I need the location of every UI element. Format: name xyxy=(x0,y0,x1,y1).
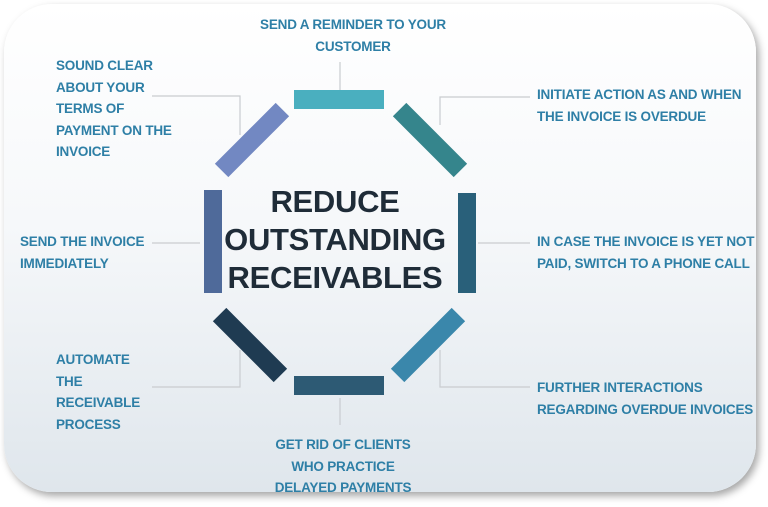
title-line-1: REDUCE xyxy=(270,184,400,219)
segment-top-left xyxy=(214,102,290,178)
step-label-automate: AUTOMATE THE RECEIVABLE PROCESS xyxy=(56,352,141,432)
step-label-sound-clear: SOUND CLEAR ABOUT YOUR TERMS OF PAYMENT … xyxy=(56,58,172,159)
connector-bottom-right xyxy=(439,350,530,388)
segment-bottom-left xyxy=(212,307,288,383)
step-label-initiate-action: INITIATE ACTION AS AND WHEN THE INVOICE … xyxy=(537,87,742,124)
step-label-further-interactions: FURTHER INTERACTIONS REGARDING OVERDUE I… xyxy=(537,380,754,417)
center-title: REDUCE OUTSTANDING RECEIVABLES xyxy=(215,183,455,297)
title-line-3: RECEIVABLES xyxy=(227,260,443,295)
connector-top-left xyxy=(152,95,241,135)
connector-top-right xyxy=(439,96,530,125)
step-label-reminder: SEND A REMINDER TO YOUR CUSTOMER xyxy=(260,17,446,54)
segment-right xyxy=(458,193,476,293)
segment-top-right xyxy=(392,102,468,178)
step-label-send-invoice: SEND THE INVOICE IMMEDIATELY xyxy=(20,234,145,271)
connector-bottom-left xyxy=(152,350,241,388)
segment-bottom-right xyxy=(390,307,466,383)
step-label-get-rid-of-clients: GET RID OF CLIENTS WHO PRACTICE DELAYED … xyxy=(274,437,412,495)
segment-left xyxy=(204,190,222,293)
diagram-card xyxy=(4,4,756,492)
step-label-phone-call: IN CASE THE INVOICE IS YET NOT PAID, SWI… xyxy=(537,234,755,271)
title-line-2: OUTSTANDING xyxy=(224,222,446,257)
segment-top xyxy=(294,90,384,109)
segment-bottom xyxy=(294,376,384,395)
